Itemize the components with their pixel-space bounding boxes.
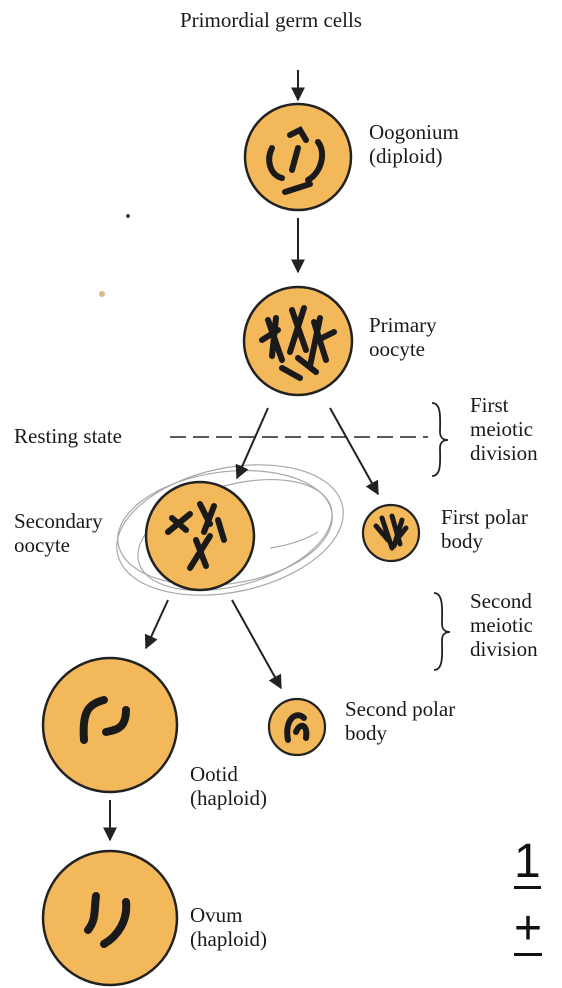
first-division-brace [432,403,448,476]
label-resting-state: Resting state [14,424,122,448]
label-ootid: Ootid(haploid) [190,762,267,810]
oogonium-cell [245,104,351,210]
second-polar-body-cell [269,699,325,755]
ootid-cell [43,658,177,792]
speck [99,291,105,297]
speck [126,214,130,218]
label-oogonium: Oogonium(diploid) [369,120,459,168]
primary-oocyte-cell [244,287,352,395]
title: Primordial germ cells [180,8,362,32]
corner-mark-one: 1 [514,838,541,889]
arrow-primary-to-secondary [237,408,268,478]
arrow-primary-to-first-polar [330,408,378,494]
label-ovum: Ovum(haploid) [190,903,267,951]
second-division-brace [434,593,450,670]
arrow-secondary-to-second-polar [232,600,281,688]
corner-mark-plus: + [514,905,542,956]
ovum-cell [43,851,177,985]
first-polar-body-cell [363,505,419,561]
arrow-secondary-to-ootid [146,600,168,648]
secondary-oocyte-cell [146,482,254,590]
